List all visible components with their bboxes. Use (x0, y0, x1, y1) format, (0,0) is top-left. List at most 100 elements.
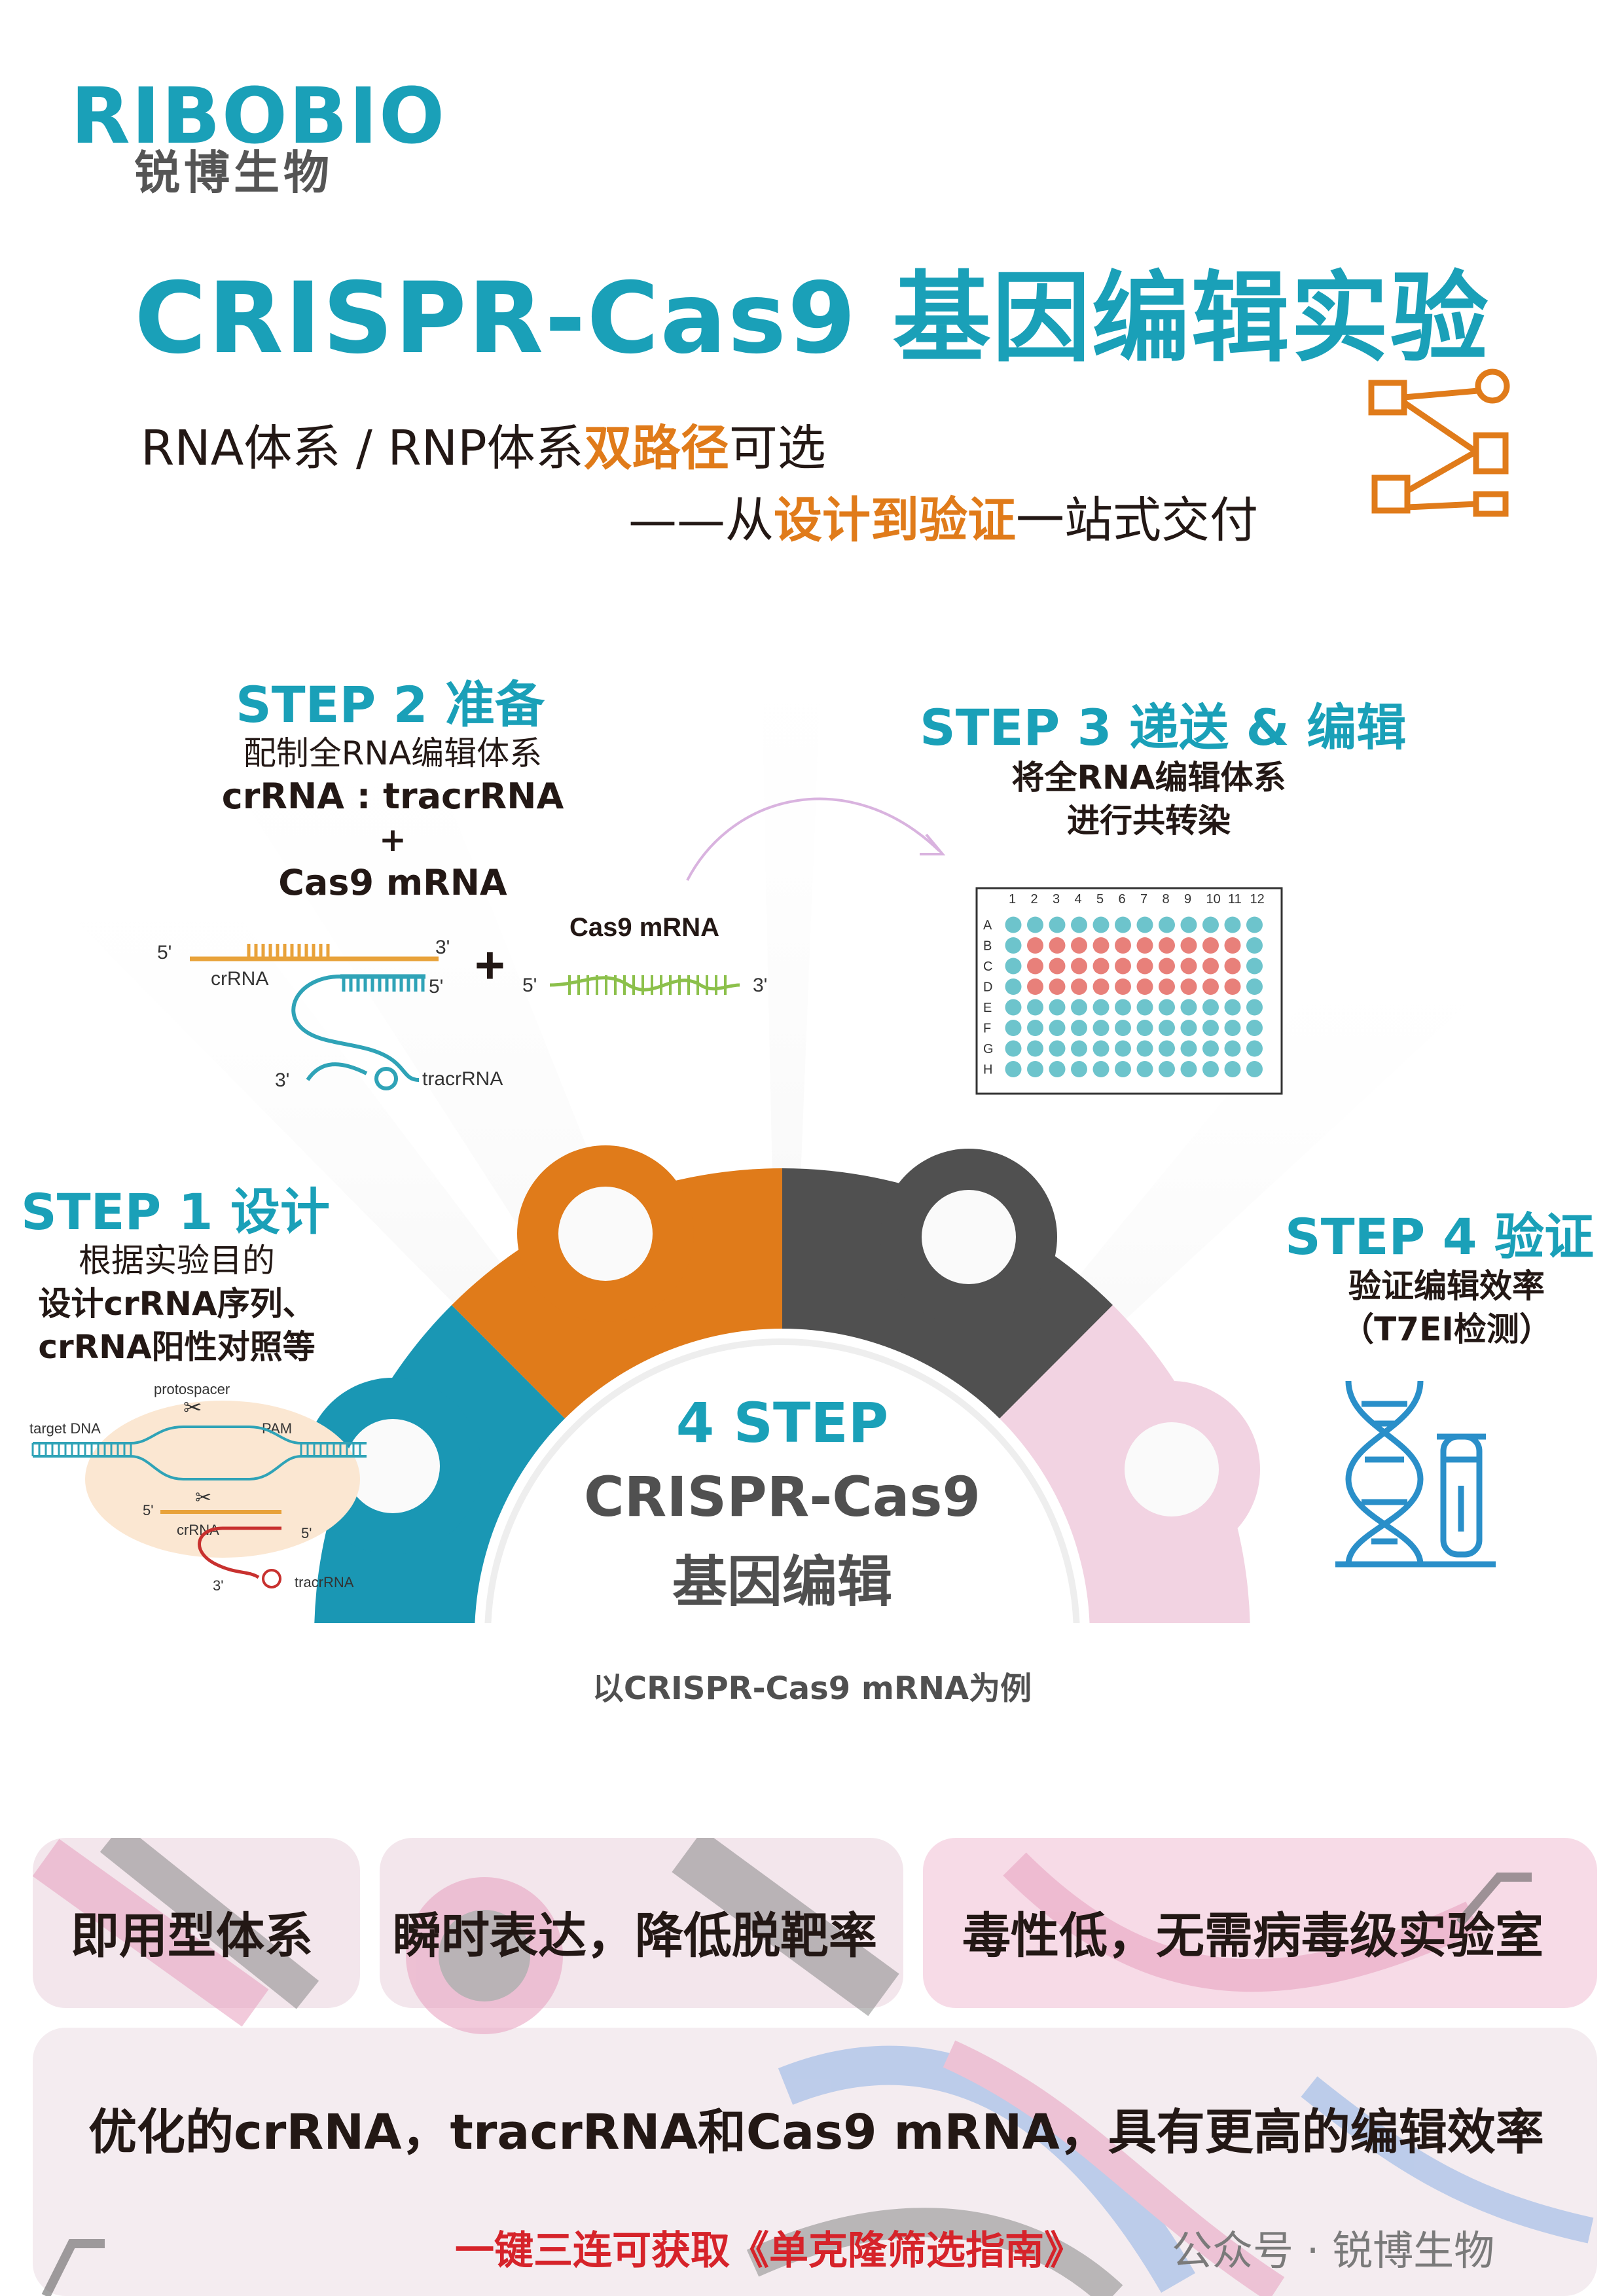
plate-well-transfected (1180, 958, 1197, 975)
svg-text:crRNA: crRNA (211, 968, 268, 990)
feature-ready-to-use: 即用型体系 (71, 1908, 313, 1964)
plate-well-transfected (1092, 937, 1110, 954)
step2-description: 配制全RNA编辑体系 crRNA : tracrRNA + Cas9 mRNA (221, 734, 564, 903)
plate-column-label: 4 (1075, 892, 1082, 906)
plate-well (1005, 937, 1022, 954)
plate-well (1027, 1040, 1043, 1057)
plate-well-transfected (1159, 958, 1175, 975)
plate-well (1071, 1061, 1087, 1077)
svg-text:tracrRNA: tracrRNA (295, 1574, 354, 1590)
plate-well-transfected (1115, 978, 1131, 995)
plate-well (1202, 1061, 1219, 1077)
plate-well (1115, 999, 1131, 1016)
plate-well (1224, 1040, 1241, 1057)
plate-well (1092, 1040, 1110, 1057)
plate-well (1005, 1020, 1022, 1036)
plate-well-transfected (1180, 978, 1197, 995)
plate-well (1049, 999, 1066, 1016)
svg-text:target DNA: target DNA (29, 1420, 101, 1437)
plate-column-label: 9 (1184, 892, 1191, 906)
plate-well (1202, 999, 1219, 1016)
brand-subtitle: 锐博生物 (134, 146, 333, 200)
center-editing-label: 基因编辑 (672, 1550, 892, 1614)
svg-text:3': 3' (753, 975, 767, 996)
plate-well-transfected (1136, 937, 1153, 954)
plate-well-transfected (1136, 958, 1153, 975)
plate-well (1071, 999, 1087, 1016)
plate-well (1246, 1040, 1263, 1057)
feature-cards-background (33, 1838, 1597, 2296)
plate-well (1246, 958, 1263, 975)
plate-well (1092, 1061, 1110, 1077)
plate-well-transfected (1202, 978, 1219, 995)
plate-row-label: A (983, 918, 992, 933)
plate-well (1092, 916, 1110, 933)
watermark: 公众号 · 锐博生物 (1172, 2227, 1495, 2274)
plate-row-label: D (983, 980, 992, 995)
plate-well-transfected (1202, 937, 1219, 954)
plate-column-label: 11 (1228, 892, 1242, 906)
plate-well (1049, 1020, 1066, 1036)
plate-row-label: G (983, 1042, 994, 1056)
plate-well (1180, 1061, 1197, 1077)
plate-well (1136, 999, 1153, 1016)
plate-well (1180, 999, 1197, 1016)
brand-logo: RIBOBIO (71, 71, 446, 161)
plate-column-label: 1 (1009, 892, 1016, 906)
plate-column-label: 2 (1031, 892, 1038, 906)
subtitle-line1: RNA体系 / RNP体系双路径可选 (141, 420, 826, 476)
plate-well (1159, 1040, 1175, 1057)
svg-text:3': 3' (435, 937, 450, 958)
scissors-icon: ✂ (183, 1395, 202, 1421)
center-crispr-label: CRISPR-Cas9 (584, 1465, 981, 1529)
plate-well (1005, 999, 1022, 1016)
plate-well (1049, 916, 1066, 933)
plate-well (1246, 937, 1263, 954)
plate-well-transfected (1115, 937, 1131, 954)
feature-low-toxicity: 毒性低，无需病毒级实验室 (962, 1908, 1543, 1964)
plate-well (1115, 916, 1131, 933)
plate-well (1005, 1061, 1022, 1077)
workflow-icon (1368, 368, 1510, 517)
svg-text:5': 5' (143, 1502, 153, 1518)
figure-caption: 以CRISPR-Cas9 mRNA为例 (592, 1670, 1032, 1707)
plate-well (1027, 1061, 1043, 1077)
plate-well-transfected (1049, 978, 1066, 995)
plate-well (1159, 1020, 1175, 1036)
svg-text:3': 3' (275, 1069, 289, 1091)
plate-well (1224, 1061, 1241, 1077)
plate-well-transfected (1092, 958, 1110, 975)
crrna-tracrrna-diagram: 5' 3' crRNA 5' 3' tracrRNA + Cas9 mRNA 5… (157, 913, 767, 1091)
plate-well (1224, 1020, 1241, 1036)
plate-well-transfected (1159, 937, 1175, 954)
plate-row-label: H (983, 1063, 992, 1077)
plate-well (1005, 916, 1022, 933)
plate-well-transfected (1071, 937, 1087, 954)
plate-column-label: 12 (1250, 892, 1265, 906)
plate-well (1246, 916, 1263, 933)
plate-well (1027, 916, 1043, 933)
plate-well (1246, 1061, 1263, 1077)
plate-well (1159, 999, 1175, 1016)
step1-title: STEP 1 设计 (21, 1183, 330, 1241)
plate-well-transfected (1027, 937, 1043, 954)
plate-well-transfected (1071, 978, 1087, 995)
plate-well (1071, 1040, 1087, 1057)
plate-row-label: C (983, 960, 992, 974)
plate-well (1202, 916, 1219, 933)
scissors-icon: ✂ (195, 1486, 211, 1509)
plate-well-transfected (1049, 958, 1066, 975)
plate-well-transfected (1224, 978, 1241, 995)
feature-transient-expression: 瞬时表达，降低脱靶率 (393, 1908, 877, 1964)
dna-test-tube-icon (1335, 1380, 1496, 1568)
plate-column-label: 6 (1119, 892, 1126, 906)
step4-description: 验证编辑效率 （T7EI检测） (1341, 1267, 1552, 1348)
svg-text:5': 5' (429, 976, 443, 997)
plate-well (1005, 958, 1022, 975)
step-fan-graphic (39, 576, 1506, 1623)
svg-text:protospacer: protospacer (154, 1381, 230, 1397)
plate-well (1005, 978, 1022, 995)
step1-description: 根据实验目的 设计crRNA序列、 crRNA阳性对照等 (38, 1242, 316, 1366)
step3-title: STEP 3 递送 & 编辑 (920, 698, 1407, 757)
plate-well-transfected (1224, 958, 1241, 975)
